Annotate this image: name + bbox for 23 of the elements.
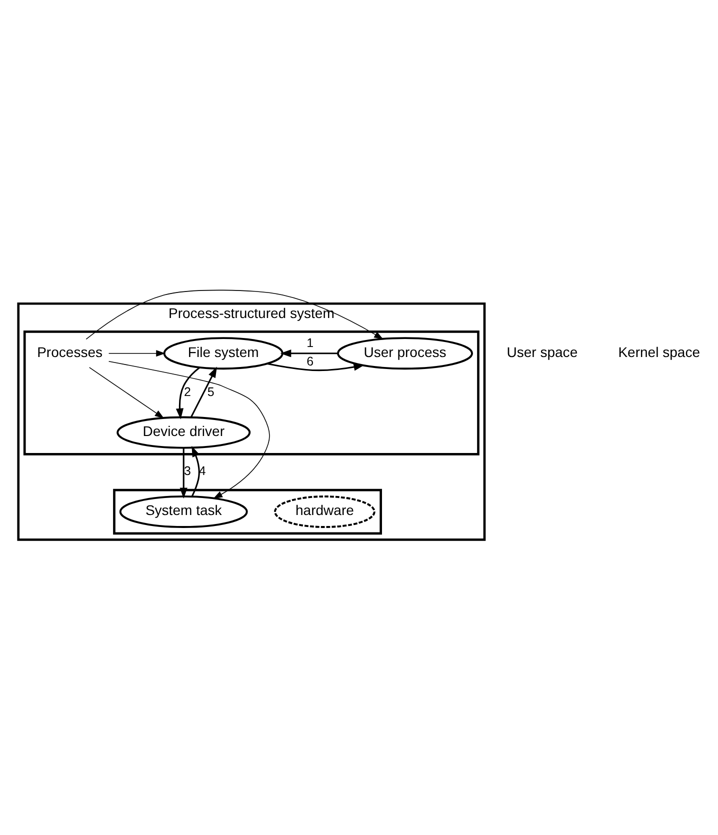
edge-label: 5 [207, 384, 214, 398]
arrow [86, 289, 384, 340]
edge-label: 6 [306, 354, 314, 368]
arrow [191, 445, 200, 496]
label: Kernel space [618, 343, 700, 360]
arrow [108, 360, 270, 498]
arrow [176, 366, 200, 419]
edge-label: 2 [184, 384, 191, 398]
edge-label: 3 [184, 464, 191, 478]
node-ellipse: File system [163, 336, 284, 370]
arrow [280, 349, 338, 357]
arrow [267, 362, 365, 371]
node-text: Processes [37, 343, 103, 360]
node-ellipse: Device driver [116, 416, 251, 448]
edge-label: 1 [306, 335, 314, 350]
node-ellipse: hardware [274, 494, 376, 528]
label: User space [506, 343, 578, 360]
edge-label: 4 [198, 464, 206, 478]
arrow [190, 366, 217, 417]
arrow [180, 448, 188, 498]
node-ellipse: System task [119, 494, 248, 528]
arrow [88, 366, 164, 418]
arrow [108, 350, 166, 356]
